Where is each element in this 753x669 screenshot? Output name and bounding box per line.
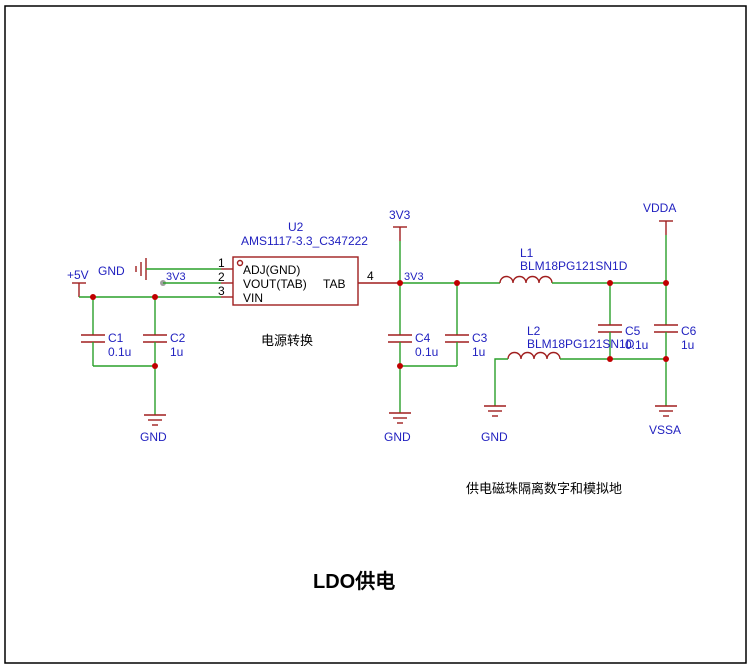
gnd-symbol-output[interactable]: GND bbox=[384, 412, 411, 444]
c3-value: 1u bbox=[472, 345, 485, 359]
c1-ref: C1 bbox=[108, 331, 124, 345]
l1-ref: L1 bbox=[520, 246, 534, 260]
v3v3-flag-label: 3V3 bbox=[389, 208, 411, 222]
junction bbox=[397, 280, 403, 286]
u2-pin2-number: 2 bbox=[218, 270, 225, 284]
sheet-title: LDO供电 bbox=[313, 569, 395, 593]
c3-ref: C3 bbox=[472, 331, 488, 345]
ferrite-isolation-note: 供电磁珠隔离数字和模拟地 bbox=[466, 481, 622, 496]
capacitor-c3[interactable]: C3 1u bbox=[445, 283, 488, 366]
c6-ref: C6 bbox=[681, 324, 697, 338]
vdda-label: VDDA bbox=[643, 201, 676, 215]
capacitor-c2[interactable]: C2 1u bbox=[143, 297, 186, 415]
l2-value: BLM18PG121SN1D bbox=[527, 337, 635, 351]
gnd-label-output: GND bbox=[384, 430, 411, 444]
u2-pin1-name: ADJ(GND) bbox=[243, 263, 300, 277]
ferrite-l1[interactable]: L1 BLM18PG121SN1D bbox=[499, 246, 628, 284]
regulator-u2[interactable]: U2 AMS1117-3.3_C347222 1 2 3 4 ADJ(GND) … bbox=[218, 220, 398, 306]
ferrite-l2[interactable]: L2 BLM18PG121SN1D bbox=[507, 324, 635, 360]
junction bbox=[397, 363, 403, 369]
l1-value: BLM18PG121SN1D bbox=[520, 259, 628, 273]
c6-value: 1u bbox=[681, 338, 694, 352]
c2-ref: C2 bbox=[170, 331, 186, 345]
junction bbox=[152, 363, 158, 369]
power-conversion-note: 电源转换 bbox=[261, 333, 313, 348]
plus5v-label: +5V bbox=[67, 268, 89, 282]
u2-pin3-name: VIN bbox=[243, 291, 263, 305]
sheet-border bbox=[4, 5, 747, 664]
capacitor-c4[interactable]: C4 0.1u bbox=[388, 283, 438, 413]
c2-value: 1u bbox=[170, 345, 183, 359]
c5-ref: C5 bbox=[625, 324, 641, 338]
junction bbox=[90, 294, 96, 300]
junction bbox=[663, 356, 669, 362]
u2-pin4-name: TAB bbox=[323, 277, 345, 291]
plus5v-power-flag[interactable]: +5V bbox=[67, 268, 89, 297]
v3v3-net-label: 3V3 bbox=[404, 271, 424, 283]
gnd-label-l2: GND bbox=[481, 430, 508, 444]
junction bbox=[152, 294, 158, 300]
u2-pin2-name: VOUT(TAB) bbox=[243, 277, 307, 291]
vssa-label: VSSA bbox=[649, 423, 681, 437]
junction bbox=[454, 280, 460, 286]
c4-value: 0.1u bbox=[415, 345, 438, 359]
u2-pin3-number: 3 bbox=[218, 284, 225, 298]
v3v3-power-flag[interactable]: 3V3 bbox=[389, 208, 411, 241]
c5-value: 0.1u bbox=[625, 338, 648, 352]
u2-value: AMS1117-3.3_C347222 bbox=[241, 234, 368, 248]
c4-ref: C4 bbox=[415, 331, 431, 345]
capacitor-c6[interactable]: C6 1u bbox=[654, 283, 697, 406]
gnd-symbol-l2[interactable]: GND bbox=[481, 405, 508, 444]
junction bbox=[607, 280, 613, 286]
gnd-symbol-input[interactable]: GND bbox=[140, 414, 167, 444]
u2-vout-net-label: 3V3 bbox=[166, 271, 186, 283]
junction bbox=[663, 280, 669, 286]
l2-gnd-wire bbox=[494, 358, 508, 406]
u2-designator: U2 bbox=[288, 220, 304, 234]
capacitor-c5[interactable]: C5 0.1u bbox=[598, 283, 648, 359]
gnd-label-input: GND bbox=[140, 430, 167, 444]
l2-ref: L2 bbox=[527, 324, 541, 338]
capacitor-c1[interactable]: C1 0.1u bbox=[81, 297, 131, 366]
vdda-power-flag[interactable]: VDDA bbox=[643, 201, 676, 235]
junction bbox=[607, 356, 613, 362]
u2-pin4-number: 4 bbox=[367, 269, 374, 283]
gnd-label-adj: GND bbox=[98, 264, 125, 278]
vssa-symbol[interactable]: VSSA bbox=[649, 405, 681, 437]
c1-value: 0.1u bbox=[108, 345, 131, 359]
gnd-symbol-u2-adj[interactable]: GND bbox=[98, 258, 147, 280]
u2-pin1-number: 1 bbox=[218, 256, 225, 270]
